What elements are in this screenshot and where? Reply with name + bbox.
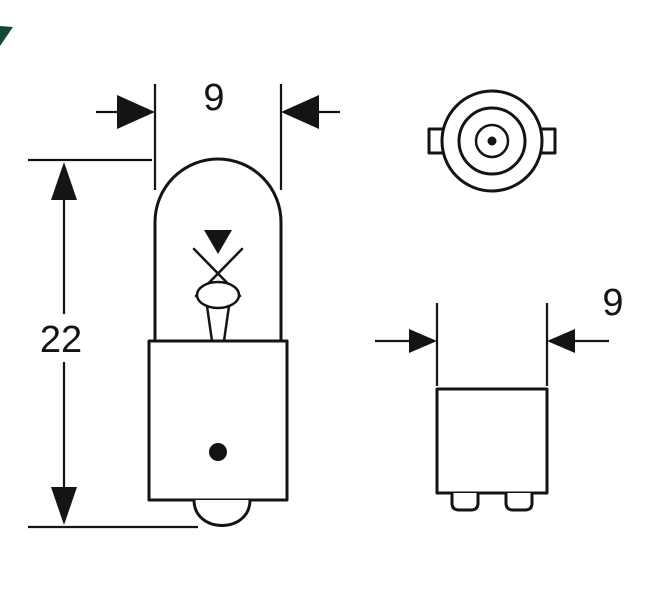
stem-right-line [222, 304, 231, 343]
base-diameter-dimension: 9 [375, 282, 624, 386]
bulb-length-dim-label: 22 [40, 319, 82, 361]
base-body [435, 387, 549, 495]
center-dot [487, 136, 497, 146]
bulb-diameter-dimension: 9 [96, 77, 340, 190]
dimension-arrow-left [409, 329, 437, 353]
dimension-arrow-down [51, 487, 77, 525]
bayonet-pin-dot [209, 443, 227, 461]
corner-logo-fragment [0, 26, 13, 46]
bulb-side-view [147, 157, 289, 527]
dimension-arrow-right [281, 95, 319, 129]
bulb-length-dimension: 22 [28, 158, 198, 529]
dimension-arrow-right [547, 329, 575, 353]
bulb-top-view [427, 89, 557, 193]
filament-triangle [204, 230, 232, 254]
base-front-view [435, 387, 549, 512]
contact-foot-left [450, 493, 480, 512]
stem-left-line [205, 304, 214, 343]
contact-foot-right [504, 493, 534, 512]
dimension-arrow-up [51, 162, 77, 200]
bulb-diameter-dim-label: 9 [203, 77, 224, 119]
label-mask [38, 314, 90, 362]
base-diameter-dim-label: 9 [602, 282, 623, 324]
dimension-arrow-left [117, 95, 155, 129]
glass-pinch-ellipse [195, 280, 241, 310]
base-shell [147, 339, 289, 502]
bottom-contact [192, 499, 252, 527]
